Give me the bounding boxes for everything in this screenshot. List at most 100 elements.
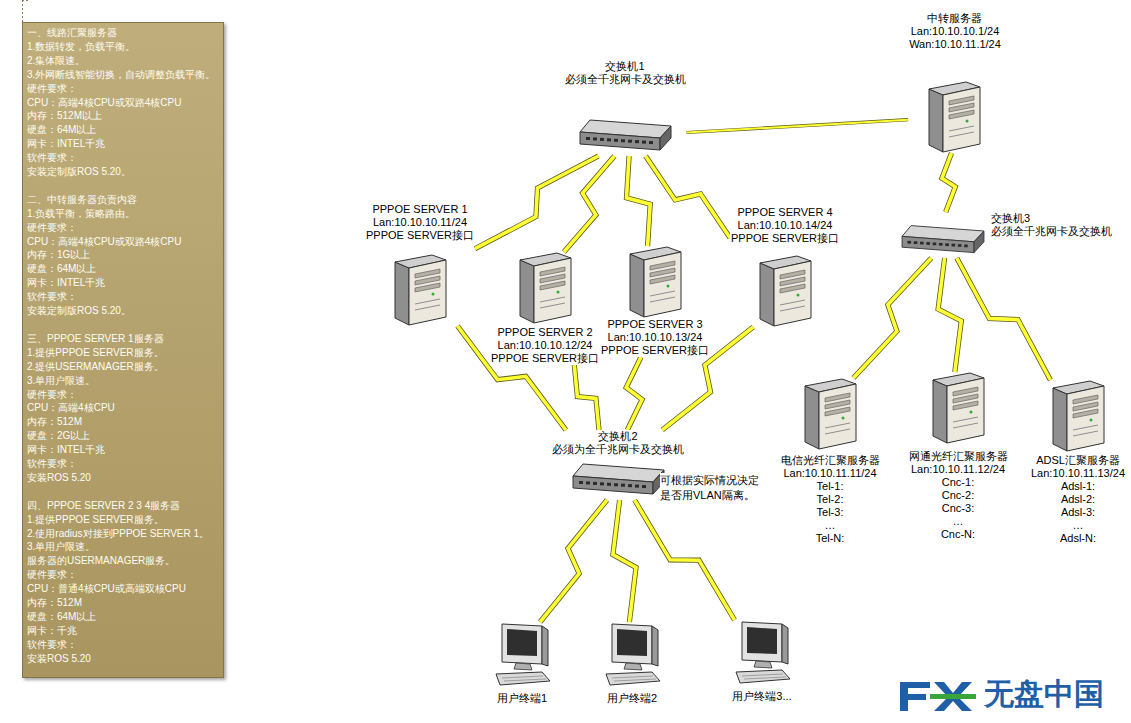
node-label: 用户终端3... [731,690,792,703]
spec-line: 一、线路汇聚服务器 [27,26,117,40]
link-outline [942,153,955,212]
server-icon [931,372,986,444]
lightning-link [957,258,1051,380]
note-text: 可根据实际情况决定是否用VLAN隔离。 [660,473,764,503]
node-label: 交换机2必须为全千兆网卡及交换机 [551,430,685,456]
pc-node: 用户终端1 [492,622,552,705]
logo-mark [900,682,976,711]
node-title: 交换机2 [597,430,638,443]
link-outline [635,500,735,620]
node-detail: Adsl-2: [1060,493,1096,506]
dotted-guide [22,0,23,22]
node-detail: Tel-1: [816,480,845,493]
node-detail: Adsl-N: [1059,532,1097,545]
server-icon [927,81,982,153]
spec-line: 内存：512M [27,596,82,610]
switch-icon [900,222,986,258]
server-node: PPPOE SERVER 1Lan:10.10.10.11/24PPPOE SE… [365,203,475,326]
node-title: 网通光纤汇聚服务器 [908,450,1009,463]
node-label: PPPOE SERVER 4Lan:10.10.10.14/24PPPOE SE… [730,206,840,245]
node-detail: Tel-2: [816,493,845,506]
node-detail: Cnc-N: [940,528,976,541]
pc-node: 用户终端3... [731,620,792,703]
lightning-link [613,500,636,622]
node-detail: … [824,519,837,532]
server-icon [518,252,573,324]
spec-line: 内存：512M以上 [27,109,102,123]
lightning-link [540,500,607,622]
lightning-link [938,258,961,372]
node-detail: … [952,515,965,528]
node-detail: PPPOE SERVER接口 [490,352,600,365]
node-title: PPPOE SERVER 2 [496,326,593,339]
node-detail: PPPOE SERVER接口 [600,344,710,357]
server-icon [1051,380,1106,452]
node-title: ADSL汇聚服务器 [1035,454,1121,467]
link-outline [627,156,651,246]
lightning-link [626,357,642,430]
link-outline [853,258,931,378]
spec-line: 1.提供PPPOE SERVER服务。 [27,513,164,527]
spec-line: 安装ROS 5.20 [27,652,91,666]
spec-line: 硬盘：64M以上 [27,610,96,624]
pc-icon [602,622,662,688]
node-detail: Tel-N: [815,532,846,545]
server-node: 网通光纤汇聚服务器Lan:10.10.11.12/24Cnc-1:Cnc-2:C… [908,372,1009,541]
link-line [687,120,909,133]
spec-line: 四、PPPOE SERVER 2 3 4服务器 [27,499,180,513]
node-detail: Lan:10.10.10.13/24 [607,331,704,344]
node-detail: 必须全千兆网卡及交换机 [990,225,1113,238]
spec-line: CPU：高端4核CPU [27,401,115,415]
node-detail: PPPOE SERVER接口 [730,232,840,245]
node-detail: … [1072,519,1085,532]
node-label: 中转服务器Lan:10.10.10.1/24Wan:10.10.11.1/24 [908,12,1002,51]
spec-line: 服务器的USERMANAGER服务。 [27,554,175,568]
node-title: 用户终端2 [606,692,658,705]
server-node: ADSL汇聚服务器Lan:10.10.11.13/24Adsl-1:Adsl-2… [1030,380,1126,545]
switch-node: 交换机1必须全千兆网卡及交换机 [564,60,687,156]
link-fill [942,153,955,212]
spec-line: 2.使用radius对接到PPPOE SERVER 1。 [27,527,209,541]
node-title: 中转服务器 [926,12,983,25]
spec-line: 网卡：INTEL千兆 [27,137,105,151]
link-outline [646,156,730,238]
pc-icon [492,622,552,688]
lightning-link [635,500,735,620]
node-title: 交换机1 [604,60,645,73]
spec-line: 1.提供PPPOE SERVER服务。 [27,346,164,360]
node-detail: Lan:10.10.10.12/24 [497,339,594,352]
link-outline [613,500,636,622]
server-node: 中转服务器Lan:10.10.10.1/24Wan:10.10.11.1/24 [908,12,1002,153]
node-title: PPPOE SERVER 3 [606,318,703,331]
node-detail: Cnc-1: [941,476,975,489]
spec-line: 3.单用户限速。 [27,374,95,388]
spec-line: 网卡：INTEL千兆 [27,276,105,290]
switch-icon [578,116,673,156]
spec-line: 2.提供USERMANAGER服务。 [27,360,164,374]
pc-node: 用户终端2 [602,622,662,705]
node-detail: Lan:10.10.10.1/24 [910,25,1001,38]
link-fill [635,500,735,620]
spec-line: CPU：普通4核CPU或高端双核CPU [27,582,186,596]
spec-line: 1.数据转发，负载平衡。 [27,40,135,54]
spec-line: 软件要求： [27,151,77,165]
spec-line: 2.集体限速。 [27,54,85,68]
server-node: PPPOE SERVER 3Lan:10.10.10.13/24PPPOE SE… [600,246,710,357]
node-detail: Lan:10.10.11.11/24 [782,467,877,480]
spec-line: 网卡：INTEL千兆 [27,443,105,457]
node-detail: Cnc-3: [941,502,975,515]
node-detail: 必须为全千兆网卡及交换机 [551,443,685,456]
link-outline [626,357,642,430]
link-fill [646,156,730,238]
lightning-link [646,156,730,238]
lightning-link [564,156,615,252]
spec-line: 硬件要求： [27,82,77,96]
spec-line: 3.外网断线智能切换，自动调整负载平衡。 [27,68,215,82]
node-title: 用户终端1 [496,692,548,705]
node-detail: Lan:10.10.11.13/24 [1030,467,1126,480]
lightning-link [942,153,955,212]
node-label: 交换机1必须全千兆网卡及交换机 [564,60,687,86]
server-node: PPPOE SERVER 2Lan:10.10.10.12/24PPPOE SE… [490,252,600,365]
node-title: 用户终端3... [731,690,792,703]
node-detail: Wan:10.10.11.1/24 [908,38,1002,51]
